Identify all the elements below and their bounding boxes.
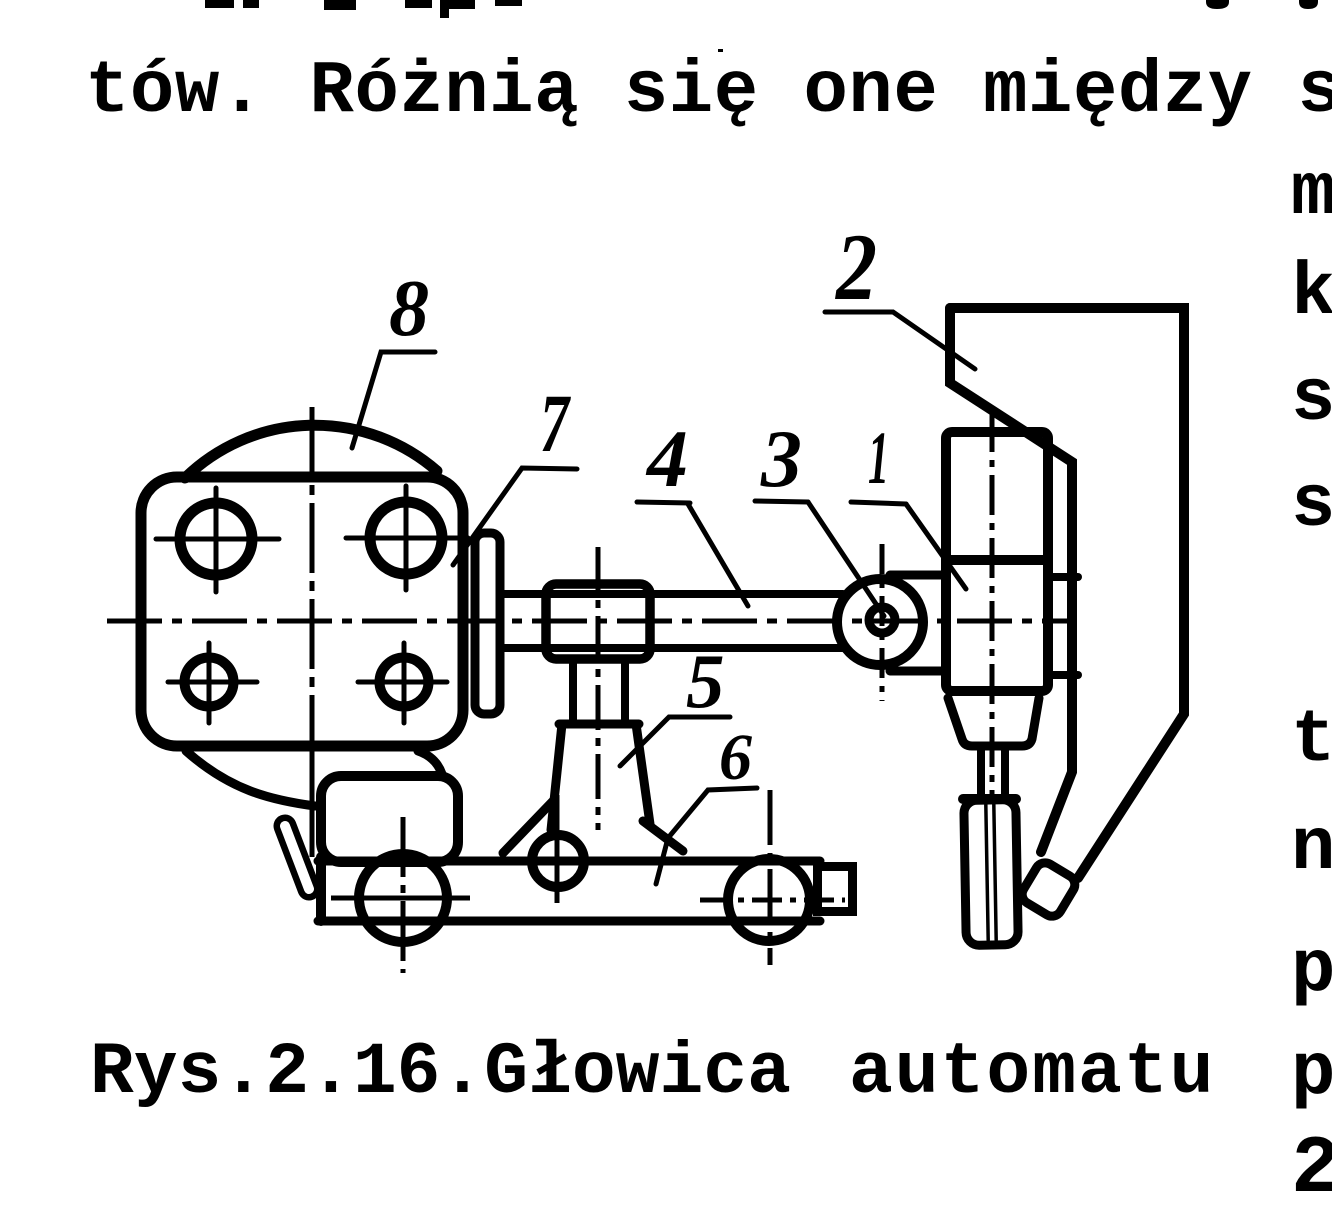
svg-text:Rys.2.16.Głowica: Rys.2.16.Głowica bbox=[90, 1031, 791, 1114]
svg-text:2: 2 bbox=[834, 214, 877, 320]
svg-text:k: k bbox=[1291, 252, 1332, 336]
svg-text:p: p bbox=[1291, 929, 1332, 1013]
svg-text:8: 8 bbox=[389, 265, 429, 353]
svg-text:7: 7 bbox=[540, 377, 571, 469]
svg-text:s: s bbox=[1291, 464, 1332, 548]
svg-text:m: m bbox=[1291, 152, 1332, 236]
svg-text:automatu: automatu bbox=[849, 1031, 1215, 1114]
svg-text:s: s bbox=[1291, 358, 1332, 442]
svg-text:5: 5 bbox=[686, 638, 725, 724]
svg-text:2: 2 bbox=[1291, 1123, 1332, 1206]
svg-text:1: 1 bbox=[868, 417, 889, 500]
svg-text:6: 6 bbox=[719, 721, 752, 794]
svg-text:tów. Różnią się one między s: tów. Różnią się one między s bbox=[85, 50, 1332, 134]
svg-text:3: 3 bbox=[760, 413, 802, 504]
svg-text:t: t bbox=[1291, 699, 1332, 783]
svg-text:4: 4 bbox=[645, 413, 688, 504]
svg-text:n: n bbox=[1291, 807, 1332, 891]
svg-text:p: p bbox=[1291, 1032, 1332, 1116]
